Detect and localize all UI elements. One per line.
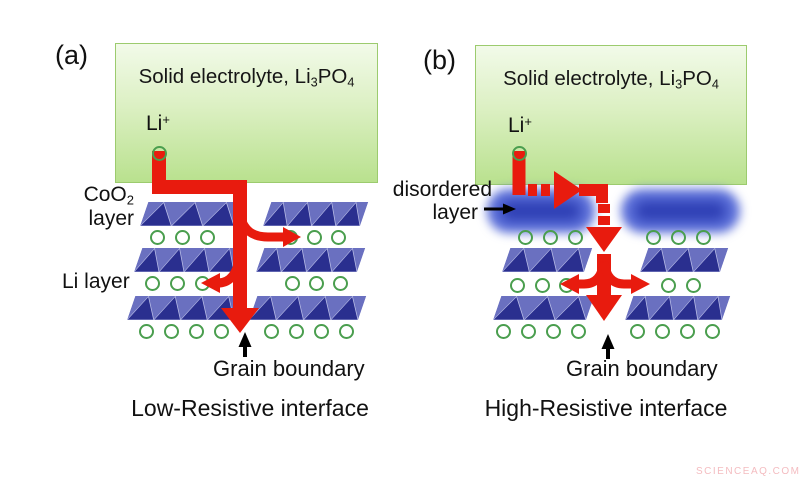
electrolyte-label-a: Solid electrolyte, Li3PO4 bbox=[138, 65, 355, 90]
coo2-octahedron bbox=[280, 248, 307, 272]
coo2-strip bbox=[140, 202, 243, 226]
li-ion-circle bbox=[313, 323, 329, 339]
li-ion-circle bbox=[660, 277, 676, 293]
disordered-blob bbox=[487, 189, 595, 233]
coo2-layer-label: CoO2 layer bbox=[50, 183, 134, 230]
caption-a: Low-Resistive interface bbox=[131, 395, 369, 421]
electrolyte-box-b: Solid electrolyte, Li3PO4 bbox=[475, 45, 747, 185]
electrolyte-label-b: Solid electrolyte, Li3PO4 bbox=[503, 67, 719, 92]
li-ion-circle bbox=[338, 323, 354, 339]
coo2-octahedron bbox=[330, 296, 359, 320]
coo2-strip bbox=[249, 296, 367, 320]
coo2-octahedron bbox=[302, 296, 332, 320]
coo2-octahedron bbox=[286, 202, 312, 226]
li-ion-circle bbox=[169, 275, 185, 291]
li-ion-label-b: Li+ bbox=[508, 114, 532, 137]
coo2-strip bbox=[256, 248, 366, 272]
panel-b-label: (b) bbox=[423, 45, 456, 75]
coo2-strip bbox=[127, 296, 243, 320]
coo2-octahedron bbox=[672, 296, 699, 320]
coo2-octahedron bbox=[502, 248, 530, 272]
li-ion-circle bbox=[654, 323, 670, 339]
li-ion-label-a: Li+ bbox=[146, 112, 170, 135]
li-ion-circle bbox=[567, 229, 583, 245]
coo2-octahedron bbox=[665, 248, 694, 272]
li-ion-circle bbox=[570, 323, 586, 339]
caption-b: High-Resistive interface bbox=[484, 395, 728, 421]
li-ion-circle bbox=[308, 275, 324, 291]
coo2-octahedron bbox=[331, 248, 358, 272]
coo2-strip bbox=[263, 202, 369, 226]
li-ion-circle bbox=[138, 323, 154, 339]
coo2-strip bbox=[134, 248, 243, 272]
li-ion-circle bbox=[149, 229, 165, 245]
coo2-octahedron bbox=[692, 248, 721, 272]
li-ion-circle bbox=[199, 229, 215, 245]
li-ion-circle bbox=[645, 229, 661, 245]
li-ion-circle bbox=[284, 275, 300, 291]
li-ion-circle bbox=[558, 277, 574, 293]
coo2-octahedron bbox=[493, 296, 525, 320]
coo2-strip bbox=[625, 296, 731, 320]
coo2-octahedron bbox=[305, 248, 333, 272]
li-ion-circle bbox=[163, 323, 179, 339]
li-ion-circle bbox=[517, 229, 533, 245]
li-ion-circle bbox=[263, 323, 279, 339]
li-ion-circle bbox=[332, 275, 348, 291]
li-ion-circle bbox=[288, 323, 304, 339]
disordered-layer-label-line2: layer bbox=[432, 200, 478, 224]
coo2-octahedron bbox=[256, 248, 282, 272]
coo2-octahedron bbox=[310, 202, 337, 226]
coo2-octahedron bbox=[640, 248, 668, 272]
disordered-layer-label: disordered layer bbox=[372, 178, 492, 224]
li-ion-circle bbox=[194, 275, 210, 291]
li-ion-circle bbox=[495, 323, 511, 339]
coo2-octahedron bbox=[648, 296, 674, 320]
li-ion-circle bbox=[685, 277, 701, 293]
li-ion-circle bbox=[629, 323, 645, 339]
li-ion-circle bbox=[509, 277, 525, 293]
coo2-octahedron bbox=[625, 296, 650, 320]
li-ion-circle bbox=[704, 323, 720, 339]
li-ion-circle bbox=[174, 229, 190, 245]
coo2-octahedron bbox=[554, 296, 587, 320]
disordered-blob-core bbox=[635, 201, 726, 221]
li-ion-circle bbox=[679, 323, 695, 339]
coo2-strip bbox=[502, 248, 593, 272]
li-ion-circle bbox=[695, 229, 711, 245]
li-ion-circle bbox=[520, 323, 536, 339]
coo2-layer-label-line1: CoO2 bbox=[83, 183, 134, 208]
li-layer-label: Li layer bbox=[62, 270, 130, 293]
li-ion-circle bbox=[670, 229, 686, 245]
li-ion-circle bbox=[306, 229, 322, 245]
coo2-octahedron bbox=[335, 202, 361, 226]
li-ion-circle bbox=[545, 323, 561, 339]
li-ion-circle bbox=[144, 275, 160, 291]
disordered-blob-core bbox=[501, 201, 581, 221]
li-ion-circle bbox=[330, 229, 346, 245]
watermark: SCIENCEAQ.COM bbox=[696, 466, 800, 477]
disordered-blob bbox=[621, 189, 740, 233]
li-ion-circle bbox=[213, 323, 229, 339]
coo2-octahedron bbox=[528, 248, 558, 272]
coo2-octahedron bbox=[275, 296, 304, 320]
li-ion-circle bbox=[188, 323, 204, 339]
coo2-strip bbox=[640, 248, 729, 272]
coo2-octahedron bbox=[523, 296, 556, 320]
grain-boundary-label-b: Grain boundary bbox=[566, 356, 718, 381]
coo2-strip bbox=[493, 296, 595, 320]
grain-boundary-label-a: Grain boundary bbox=[213, 356, 365, 381]
disordered-layer-label-line1: disordered bbox=[392, 178, 492, 201]
li-ion-circle bbox=[282, 229, 298, 245]
li-ion-circle bbox=[542, 229, 558, 245]
coo2-octahedron bbox=[127, 296, 155, 320]
panel-a-label: (a) bbox=[55, 40, 88, 70]
li-ion-circle bbox=[534, 277, 550, 293]
coo2-octahedron bbox=[555, 248, 585, 272]
coo2-layer-label-line2: layer bbox=[88, 206, 134, 230]
coo2-octahedron bbox=[697, 296, 723, 320]
